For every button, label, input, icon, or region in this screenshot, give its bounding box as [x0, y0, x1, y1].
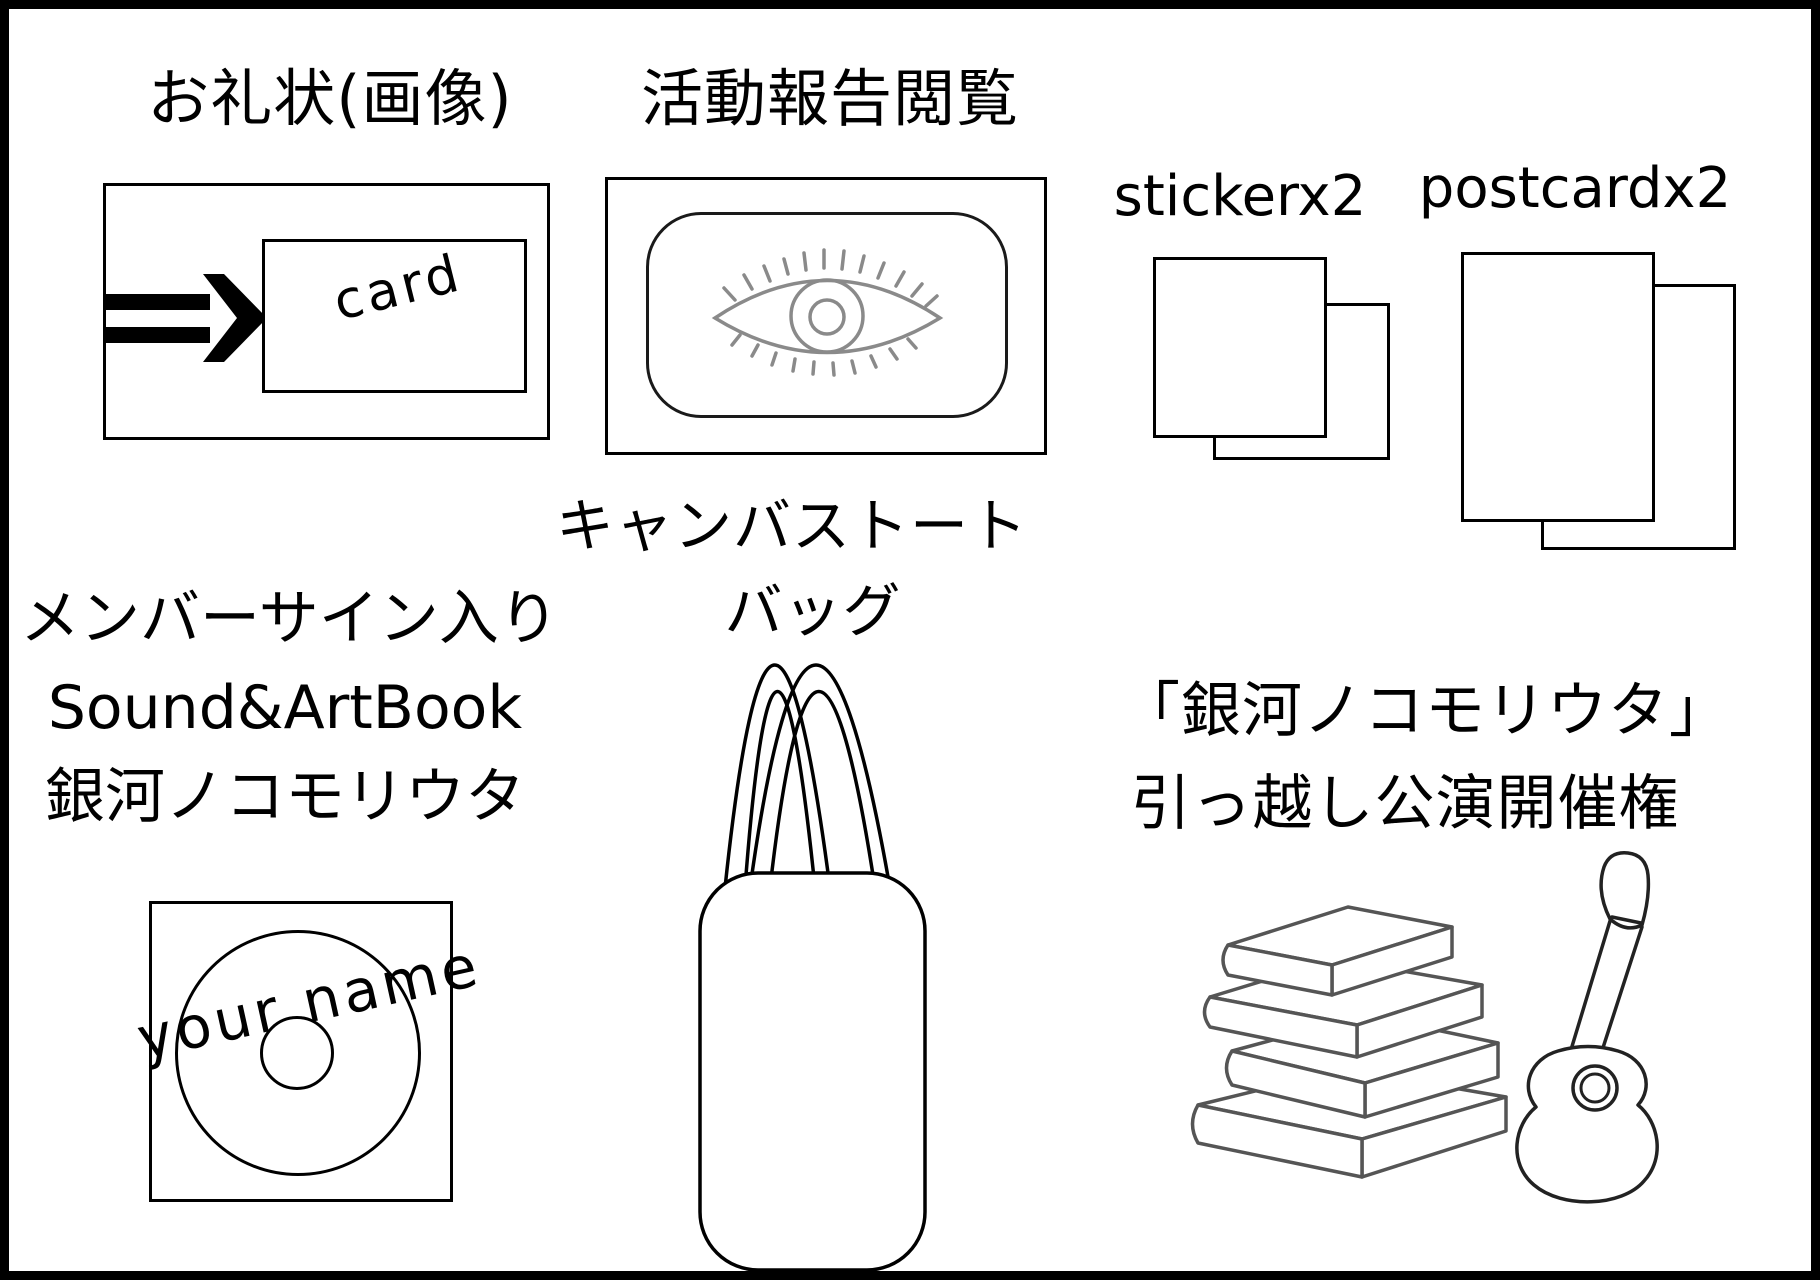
stickers-title: stickerx2: [1113, 164, 1367, 229]
signed-artbook-text: メンバーサイン入り Sound&ArtBook 銀河ノコモリウタ: [20, 575, 559, 842]
thank-you-title: お礼状(画像): [147, 62, 513, 135]
relocation-line1: 「銀河ノコモリウタ」: [1120, 676, 1730, 746]
postcards-title: postcardx2: [1418, 156, 1732, 221]
books-stack-icon: [1190, 905, 1508, 1179]
activity-report-title: 活動報告閲覧: [640, 62, 1019, 135]
signed-artbook-line2: Sound&ArtBook: [47, 673, 523, 743]
postcard-front: [1461, 252, 1655, 522]
tote-title-line2: バッグ: [724, 577, 902, 645]
double-right-arrow-icon: [106, 274, 267, 362]
sticker-sheet-front: [1153, 257, 1327, 438]
cd-hole: [260, 1016, 334, 1090]
eye-icon: [711, 248, 944, 377]
relocation-line2: 引っ越し公演開催権: [1130, 769, 1680, 839]
card-sketch: [262, 239, 527, 393]
tote-title-line1: キャンバストート: [556, 492, 1029, 560]
tote-bag-icon: [698, 663, 927, 1272]
acoustic-guitar-icon: [1515, 851, 1659, 1204]
signed-artbook-line1: メンバーサイン入り: [20, 584, 559, 654]
signed-artbook-line3: 銀河ノコモリウタ: [45, 762, 525, 832]
screen-rounded-rect: [646, 212, 1008, 418]
cd-disc-icon: [175, 930, 421, 1176]
